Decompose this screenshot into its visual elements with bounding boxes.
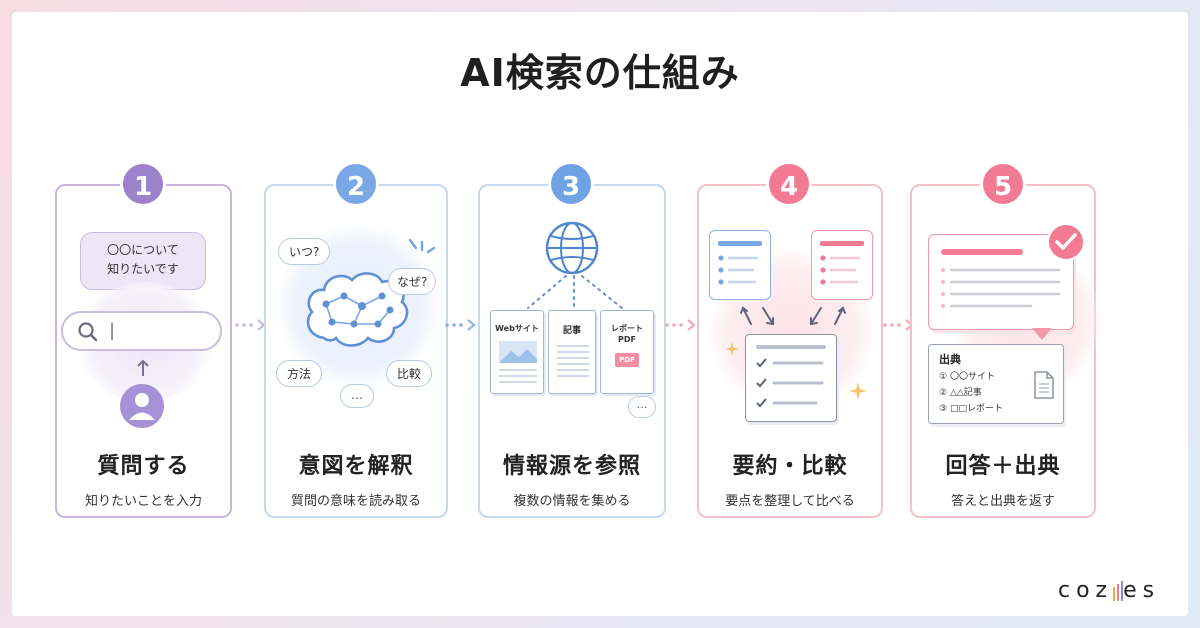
doc-label: 記事 (562, 326, 581, 336)
question-bubble-when: いつ? (278, 238, 331, 265)
bubble-text-line1: 〇〇について (107, 243, 179, 257)
source-text: △△記事 (949, 388, 982, 398)
flow-arrow-icon (445, 319, 476, 331)
step-title: 回答＋出典 (945, 454, 1061, 479)
document-icon (1034, 371, 1054, 399)
step-number-badge-2: 2 (333, 161, 379, 207)
text-lines (499, 369, 537, 371)
user-avatar-icon (120, 384, 164, 428)
step-subtitle: 複数の情報を集める (513, 494, 631, 509)
sources-title: 出典 (939, 353, 961, 366)
check-circle-icon (1047, 223, 1085, 261)
speech-bubble: 〇〇について 知りたいです (80, 232, 206, 290)
step-card-1: 〇〇について 知りたいです | 質問する 知りたいことを入力 (55, 184, 232, 518)
logo-bar-mark (1113, 579, 1124, 601)
step-card-2: いつ? なぜ? 方法 比較 … 意図を解釈 質問の意味を読み取る (264, 184, 448, 518)
ellipsis-bubble: … (340, 384, 374, 408)
bubble-text-line2: 知りたいです (107, 262, 179, 276)
connector-lines (527, 275, 623, 309)
step-number-badge-5: 5 (980, 161, 1026, 207)
page-title: AI検索の仕組み (460, 51, 740, 95)
source-item: ① 〇〇サイト (939, 369, 995, 382)
source-text: 〇〇サイト (949, 372, 995, 382)
answer-bubble-tail (1032, 328, 1052, 340)
spark-lines-icon (408, 238, 436, 254)
source-item: ② △△記事 (939, 385, 982, 398)
globe-icon (545, 221, 599, 275)
step-card-5: 出典 ① 〇〇サイト ② △△記事 ③ □□レポート 回答＋出典 答えと出典を返… (910, 184, 1102, 518)
ellipsis-bubble: … (628, 396, 656, 418)
sources-card: 出典 ① 〇〇サイト ② △△記事 ③ □□レポート (928, 344, 1064, 424)
step-title: 質問する (97, 454, 190, 479)
flow-arrow-icon (665, 319, 696, 331)
source-number: ① (939, 372, 948, 382)
summary-checklist (745, 334, 837, 422)
source-card-pink (811, 230, 873, 300)
logo-text-right: es (1123, 578, 1161, 603)
doc-label-pdf: PDF (618, 335, 636, 344)
search-cursor: | (109, 320, 116, 341)
step-subtitle: 知りたいことを入力 (84, 494, 202, 509)
search-icon (78, 322, 98, 342)
source-item: ③ □□レポート (939, 401, 1003, 414)
flow-arrow-icon (235, 319, 266, 331)
step-subtitle: 質問の意味を読み取る (290, 494, 421, 509)
source-number: ② (939, 388, 948, 398)
image-icon (499, 341, 537, 363)
question-bubble-compare: 比較 (386, 360, 433, 387)
question-bubble-why: なぜ? (388, 268, 437, 295)
step-number-badge-4: 4 (766, 161, 812, 207)
step-card-3: Webサイト 記事 レポート PDF PDF … 情報源を参照 複数の情報を集め… (478, 184, 666, 518)
doc-report: レポート PDF PDF (600, 310, 654, 394)
logo-text-left: coz (1058, 578, 1114, 603)
step-card-4: 要約・比較 要点を整理して比べる (697, 184, 883, 518)
step-title: 要約・比較 (732, 454, 848, 479)
step-title: 意図を解釈 (298, 454, 414, 479)
sparkle-icon (849, 382, 867, 400)
pdf-tag: PDF (615, 353, 639, 367)
step-number-badge-1: 1 (120, 161, 166, 207)
search-input[interactable]: | (61, 311, 222, 351)
doc-label: Webサイト (495, 324, 539, 333)
compare-arrows-icon (740, 306, 846, 326)
step-number-badge-3: 3 (548, 161, 594, 207)
step-subtitle: 要点を整理して比べる (725, 494, 855, 509)
step-subtitle: 答えと出典を返す (950, 494, 1055, 509)
question-bubble-method: 方法 (276, 360, 323, 387)
text-lines (557, 345, 589, 347)
source-text: □□レポート (949, 404, 1003, 414)
step-title: 情報源を参照 (502, 454, 641, 479)
up-arrow-icon (137, 359, 149, 376)
doc-article: 記事 (548, 310, 596, 394)
doc-label: レポート (611, 324, 643, 333)
doc-website: Webサイト (490, 310, 544, 394)
source-card-blue (709, 230, 771, 300)
sparkle-icon (725, 342, 739, 356)
source-number: ③ (939, 404, 948, 414)
